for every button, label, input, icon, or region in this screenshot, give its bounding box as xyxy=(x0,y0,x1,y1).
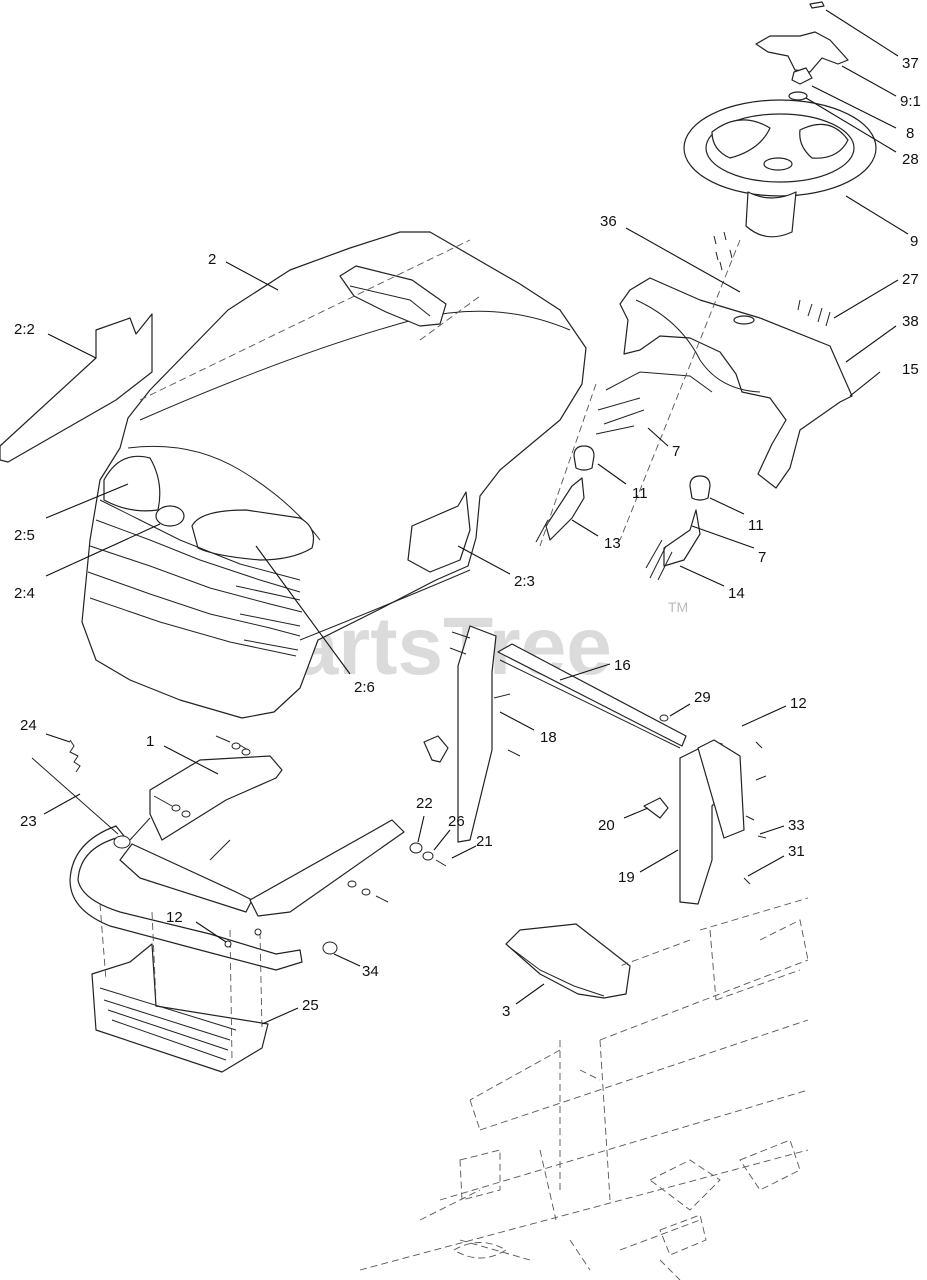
callout-12a: 12 xyxy=(790,695,807,712)
callout-9-1: 9:1 xyxy=(900,93,921,110)
callout-25: 25 xyxy=(302,997,319,1014)
callout-36: 36 xyxy=(600,213,617,230)
steering-nut xyxy=(788,67,813,101)
hood xyxy=(81,231,587,719)
callout-22: 22 xyxy=(416,795,433,812)
callout-3: 3 xyxy=(502,1003,510,1020)
callout-15: 15 xyxy=(902,361,919,378)
callout-21: 21 xyxy=(476,833,493,850)
callout-12b: 12 xyxy=(166,909,183,926)
callout-18: 18 xyxy=(540,729,557,746)
hood-spring xyxy=(69,739,81,773)
callout-1: 1 xyxy=(146,733,154,750)
callout-31: 31 xyxy=(788,843,805,860)
callout-24: 24 xyxy=(20,717,37,734)
dash-screws-7 xyxy=(595,397,645,435)
callout-20: 20 xyxy=(598,817,615,834)
callout-14: 14 xyxy=(728,585,745,602)
support-rod-16 xyxy=(497,643,687,749)
callout-8: 8 xyxy=(906,125,914,142)
lever-knob-left xyxy=(573,445,595,471)
callout-28: 28 xyxy=(902,151,919,168)
callout-2-5: 2:5 xyxy=(14,527,35,544)
callout-2: 2 xyxy=(208,251,216,268)
callout-7b: 7 xyxy=(758,549,766,566)
callout-2-2: 2:2 xyxy=(14,321,35,338)
callout-2-4: 2:4 xyxy=(14,585,35,602)
bumper-tube xyxy=(69,825,303,971)
callout-33: 33 xyxy=(788,817,805,834)
callout-16: 16 xyxy=(614,657,631,674)
bracket-18 xyxy=(423,625,521,843)
callout-11a: 11 xyxy=(632,485,648,502)
lever-knob-right xyxy=(689,475,711,501)
bracket-19 xyxy=(643,714,767,905)
callout-38: 38 xyxy=(902,313,919,330)
callout-7a: 7 xyxy=(672,443,680,460)
bumper-hardware xyxy=(113,735,389,955)
lever-13 xyxy=(535,477,585,543)
callout-26: 26 xyxy=(448,813,465,830)
steering-axis-line xyxy=(619,239,741,541)
callout-2-6: 2:6 xyxy=(354,679,375,696)
lever-14 xyxy=(645,509,701,581)
hood-hinge-bracket xyxy=(119,755,405,917)
washer-stack xyxy=(409,842,447,867)
dash-screws xyxy=(713,231,831,327)
steering-wheel xyxy=(683,99,877,238)
hood-rod xyxy=(31,757,119,835)
callout-29: 29 xyxy=(694,689,711,706)
callout-9: 9 xyxy=(910,233,918,250)
callout-23: 23 xyxy=(20,813,37,830)
hood-decal-2-2 xyxy=(0,313,153,463)
callout-27: 27 xyxy=(902,271,919,288)
tractor-frame xyxy=(359,897,809,1280)
callout-2-3: 2:3 xyxy=(514,573,535,590)
callout-37: 37 xyxy=(902,55,919,72)
callout-19: 19 xyxy=(618,869,635,886)
watermark-trademark: TM xyxy=(668,599,688,615)
grille-plate xyxy=(91,943,269,1073)
callout-labels: 37 9:1 8 28 9 36 27 38 15 2 2:2 7 11 13 … xyxy=(14,55,921,1020)
callout-13: 13 xyxy=(604,535,621,552)
bumper-axis-lines xyxy=(99,903,263,1061)
callout-34: 34 xyxy=(362,963,379,980)
lever-axis-line xyxy=(539,383,597,547)
steering-cap xyxy=(755,1,849,73)
callout-11b: 11 xyxy=(748,517,764,534)
seat-pan xyxy=(505,923,631,999)
leader-lines xyxy=(43,9,909,1025)
dash-panel xyxy=(605,277,853,489)
